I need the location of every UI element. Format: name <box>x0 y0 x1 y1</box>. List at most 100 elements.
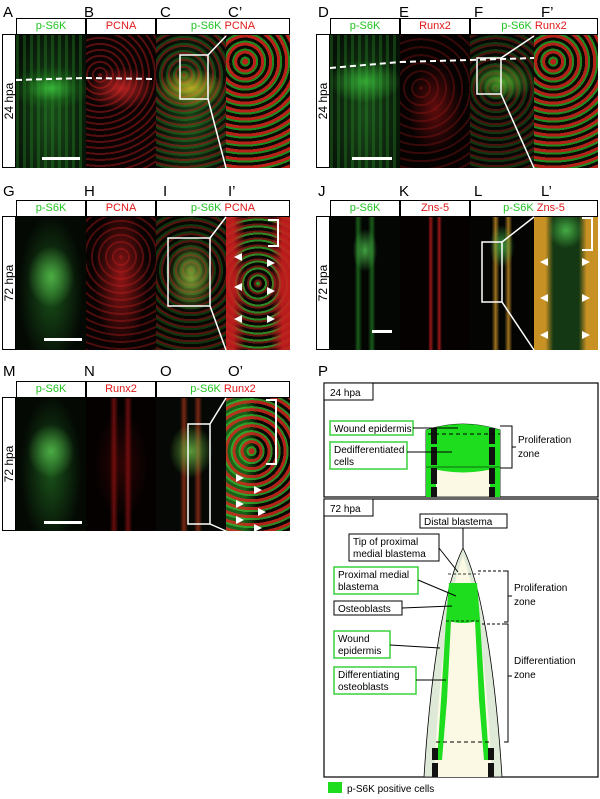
timepoint-box-row1-right: 24 hpa <box>316 34 330 168</box>
timepoint-box-row3: 72 hpa <box>2 397 16 531</box>
inset-box-F <box>476 57 502 95</box>
pS6K-proximal-medial <box>446 583 480 623</box>
svg-text:Proliferation: Proliferation <box>518 435 571 446</box>
micrograph-L-prime <box>534 217 598 350</box>
panel-letter-G: G <box>3 183 15 200</box>
label-O: p-S6K Runx2 <box>156 381 290 398</box>
dashed-boundary-F <box>469 57 535 61</box>
micrograph-M <box>16 398 86 531</box>
panel-letter-H: H <box>84 183 95 200</box>
micrograph-A <box>16 35 86 168</box>
panel-letter-L-prime: L’ <box>541 183 552 200</box>
micrograph-J <box>330 217 400 350</box>
dashed-boundary-A <box>15 77 87 81</box>
inset-box-O <box>187 423 211 525</box>
pS6K-region-24hpa <box>426 424 500 473</box>
scale-bar-G <box>44 338 82 341</box>
panel-letter-O-prime: O’ <box>228 363 243 380</box>
row3-overlay <box>44 397 277 532</box>
svg-text:zone: zone <box>514 670 536 681</box>
micrograph-I-prime <box>226 217 290 350</box>
panel-letter-K: K <box>399 183 410 200</box>
row1-overlay <box>15 35 535 169</box>
diagram-24hpa-title: 24 hpa <box>330 388 361 399</box>
bracket-O-prime <box>266 399 277 465</box>
panel-letter-C-prime: C’ <box>228 4 243 21</box>
svg-text:Osteoblasts: Osteoblasts <box>338 604 391 615</box>
panel-letter-A: A <box>3 4 14 21</box>
scale-bar-M <box>44 521 82 524</box>
arrowheads-I-prime <box>234 253 275 323</box>
label-H: PCNA <box>86 200 156 217</box>
svg-text:Differentiation: Differentiation <box>514 656 576 667</box>
label-E: Runx2 <box>400 18 470 35</box>
svg-text:zone: zone <box>518 449 540 460</box>
micrograph-C-prime <box>226 35 290 168</box>
diagram-72hpa-title-box <box>323 498 374 517</box>
diagram-72hpa-title: 72 hpa <box>330 504 361 515</box>
legend-swatch <box>328 782 342 793</box>
micrograph-D <box>330 35 400 168</box>
dashed-boundary-B <box>85 77 157 80</box>
scale-bar-D <box>352 157 392 160</box>
inset-box-C <box>179 54 209 100</box>
svg-text:Dedifferentiated: Dedifferentiated <box>334 445 404 456</box>
panel-letter-M: M <box>3 363 16 380</box>
svg-text:epidermis: epidermis <box>338 646 381 657</box>
panel-letter-C: C <box>160 4 171 21</box>
label-box-wound-epidermis-72 <box>333 630 391 659</box>
svg-text:osteoblasts: osteoblasts <box>338 682 389 693</box>
micrograph-C <box>156 35 226 168</box>
label-F: p-S6K Runx2 <box>470 18 598 35</box>
label-N: Runx2 <box>86 381 156 398</box>
legend-text: p-S6K positive cells <box>347 784 434 795</box>
panel-letter-B: B <box>84 4 95 21</box>
bracket-I-prime <box>268 219 279 247</box>
timepoint-box-row2-left: 72 hpa <box>2 216 16 350</box>
timepoint-box-row1-left: 24 hpa <box>2 34 16 168</box>
label-box-differentiating <box>333 666 417 695</box>
rays-24hpa <box>431 428 495 497</box>
pS6K-left-strip <box>437 620 451 760</box>
panel-letter-N: N <box>84 363 95 380</box>
inner-tissue-72hpa <box>434 556 492 777</box>
svg-text:Wound: Wound <box>338 634 370 645</box>
panel-letter-L: L <box>474 183 483 200</box>
micrograph-N <box>86 398 156 531</box>
label-A: p-S6K <box>16 18 86 35</box>
diagram-24hpa-title-box <box>323 382 374 401</box>
label-G: p-S6K <box>16 200 86 217</box>
label-D: p-S6K <box>330 18 400 35</box>
panel-letter-P: P <box>318 363 329 380</box>
bracket-L-prime <box>582 217 593 251</box>
scale-bar-A <box>42 157 80 160</box>
label-B: PCNA <box>86 18 156 35</box>
svg-text:Proliferation: Proliferation <box>514 583 567 594</box>
panel-letter-D: D <box>318 4 329 21</box>
svg-text:cells: cells <box>334 457 354 468</box>
svg-text:Differentiating: Differentiating <box>338 670 400 681</box>
inset-box-L <box>481 241 503 303</box>
micrograph-K <box>400 217 470 350</box>
svg-text:zone: zone <box>514 597 536 608</box>
label-box-dedifferentiated <box>329 441 408 470</box>
micrograph-G <box>16 217 86 350</box>
panel-letter-O: O <box>160 363 172 380</box>
micrograph-H <box>86 217 156 350</box>
label-K: Zns-5 <box>400 200 470 217</box>
inset-box-I <box>167 237 211 307</box>
scale-bar-J <box>372 330 392 333</box>
row2-overlay <box>44 216 593 351</box>
label-I: p-S6K PCNA <box>156 200 290 217</box>
dashed-boundary-E <box>399 59 471 63</box>
svg-text:medial blastema: medial blastema <box>353 549 426 560</box>
svg-text:blastema: blastema <box>338 582 379 593</box>
panel-letter-I-prime: I’ <box>228 183 236 200</box>
arrowheads-L-prime <box>540 258 590 339</box>
label-box-proximal-medial <box>333 566 419 595</box>
svg-text:Distal blastema: Distal blastema <box>424 517 493 528</box>
panel-letter-F: F <box>474 4 484 21</box>
micrograph-O <box>156 398 226 531</box>
svg-text:Wound epidermis: Wound epidermis <box>334 424 412 435</box>
